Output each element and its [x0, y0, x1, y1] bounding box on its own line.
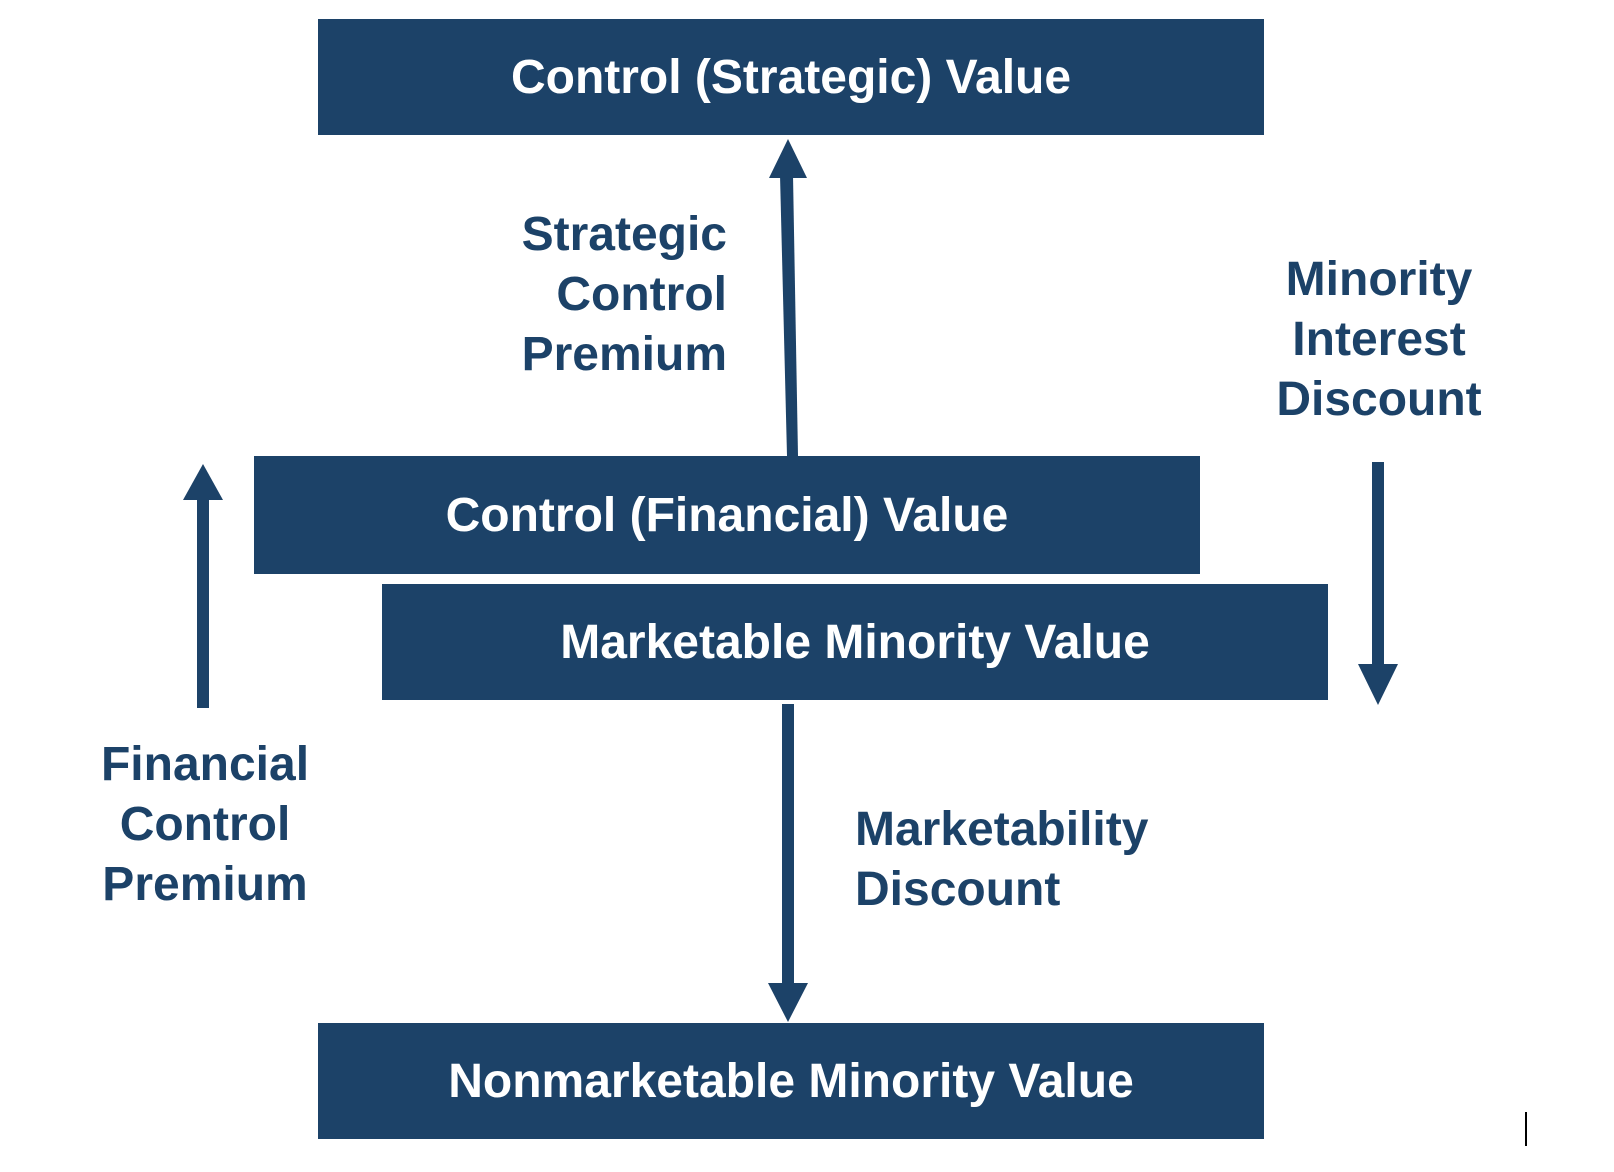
financial-control-premium-label: Financial Control Premium [60, 735, 350, 915]
control-strategic-value-box: Control (Strategic) Value [318, 19, 1264, 135]
strategic-control-premium-label: Strategic Control Premium [522, 205, 727, 385]
label-line: Control [119, 798, 291, 851]
control-strategic-value-label: Control (Strategic) Value [510, 50, 1072, 104]
label-line: Financial [100, 738, 310, 791]
marketable-minority-value-label: Marketable Minority Value [560, 615, 1150, 669]
label-line: Premium [521, 328, 727, 381]
minority-discount-arrow [1358, 462, 1398, 705]
marketability-discount-arrow [768, 704, 808, 1022]
label-line: Premium [102, 858, 308, 911]
nonmarketable-minority-value-label: Nonmarketable Minority Value [448, 1054, 1134, 1108]
strategic-premium-arrow [769, 139, 807, 456]
label-line: Strategic [521, 208, 727, 261]
text-cursor-mark [1525, 1112, 1527, 1146]
label-line: Discount [1276, 373, 1482, 426]
control-financial-value-box: Control (Financial) Value [254, 456, 1200, 574]
nonmarketable-minority-value-box: Nonmarketable Minority Value [318, 1023, 1264, 1139]
marketability-discount-label: Marketability Discount [855, 800, 1148, 920]
minority-interest-discount-label: Minority Interest Discount [1224, 250, 1534, 430]
marketable-minority-value-box: Marketable Minority Value [382, 584, 1328, 700]
label-line: Discount [855, 863, 1061, 916]
label-line: Marketability [855, 803, 1149, 856]
label-line: Minority [1285, 253, 1473, 306]
label-line: Interest [1292, 313, 1466, 366]
control-financial-value-label: Control (Financial) Value [445, 488, 1009, 542]
financial-premium-arrow [183, 464, 223, 708]
label-line: Control [556, 268, 727, 321]
